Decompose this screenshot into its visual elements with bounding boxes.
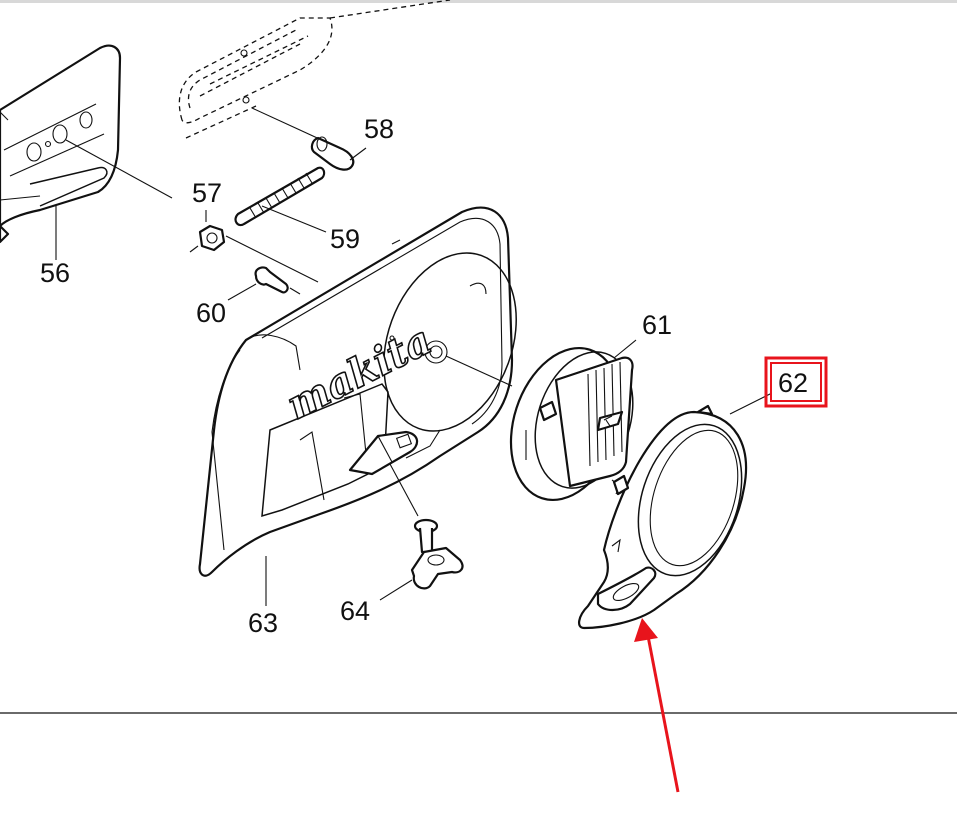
part-56-plate bbox=[0, 44, 122, 244]
part-label-60: 60 bbox=[196, 298, 226, 328]
part-label-63: 63 bbox=[248, 608, 278, 638]
part-62-cover-ring bbox=[578, 391, 775, 630]
part-63-chain-cover bbox=[198, 206, 517, 606]
part-58-pin bbox=[251, 107, 367, 171]
part-label-56: 56 bbox=[40, 258, 70, 288]
part-57-nut bbox=[189, 210, 319, 283]
guide-bar-dashed-outline bbox=[178, 0, 451, 139]
part-label-62: 62 bbox=[778, 368, 808, 398]
part-label-59: 59 bbox=[330, 224, 360, 254]
part-59-stud bbox=[234, 166, 327, 233]
top-border bbox=[0, 0, 957, 3]
part-60-screw bbox=[227, 266, 301, 301]
part-64-knob bbox=[379, 463, 464, 601]
red-arrow-pointer bbox=[634, 618, 680, 793]
part-label-58: 58 bbox=[364, 114, 394, 144]
highlight-box-outer bbox=[764, 356, 828, 408]
highlighted-part-62: 62 bbox=[764, 356, 828, 408]
part-label-64: 64 bbox=[340, 596, 370, 626]
part-61-clutch-drum bbox=[509, 339, 637, 502]
part-label-57: 57 bbox=[192, 178, 222, 208]
highlight-box-inner bbox=[770, 362, 822, 402]
part-label-61: 61 bbox=[642, 310, 672, 340]
